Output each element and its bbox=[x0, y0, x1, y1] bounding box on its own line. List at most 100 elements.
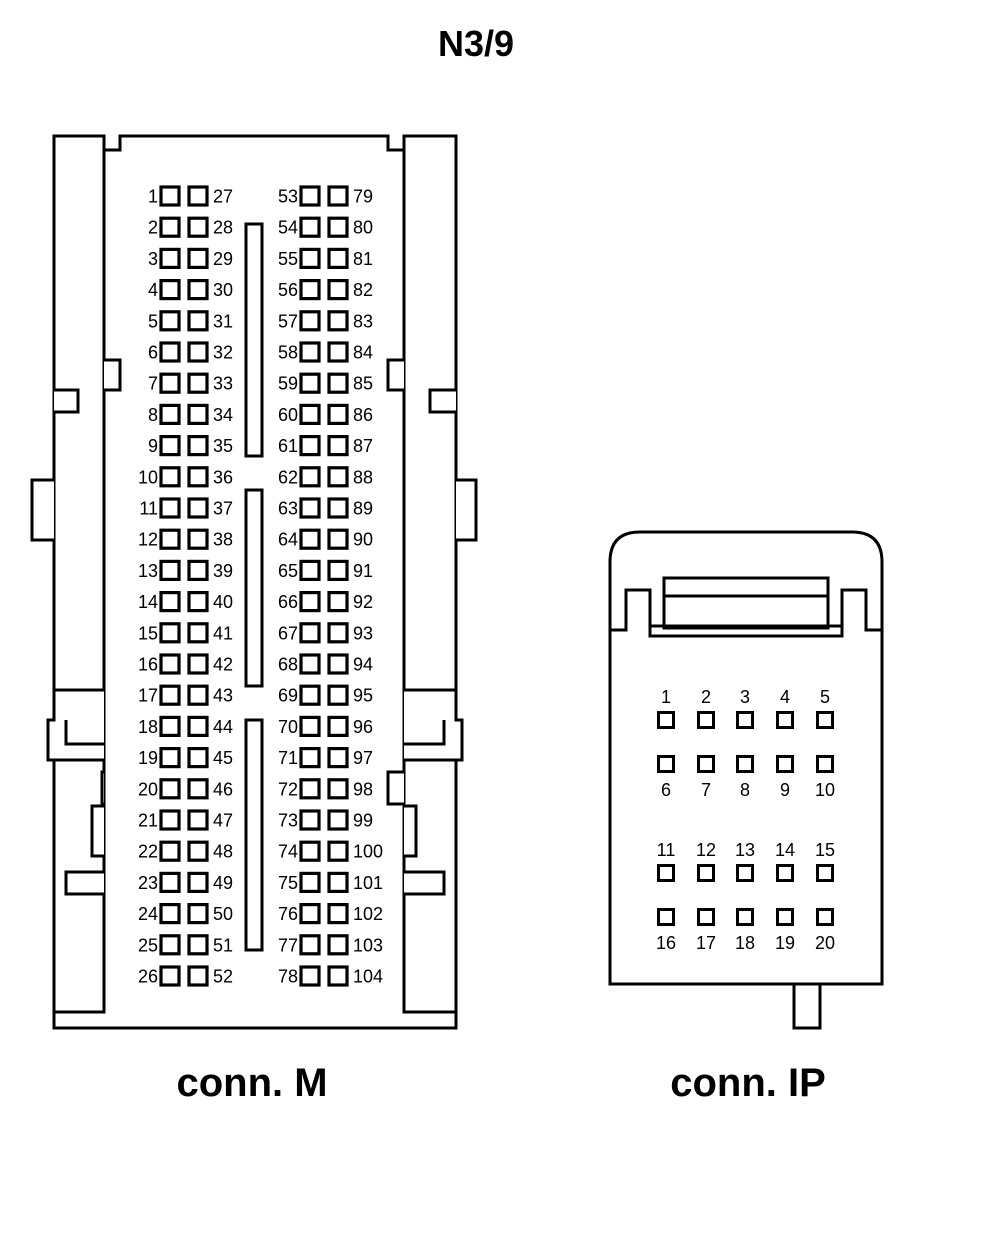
conn-m-pin bbox=[159, 840, 181, 862]
conn-m-pin bbox=[327, 653, 349, 675]
conn-m-left-guide bbox=[64, 720, 104, 746]
conn-m-pin bbox=[299, 934, 321, 956]
conn-m-pin bbox=[299, 247, 321, 269]
conn-m-pin bbox=[327, 934, 349, 956]
conn-m-pin-number: 76 bbox=[278, 904, 298, 924]
conn-m-housing bbox=[30, 134, 478, 1030]
conn-ip-pin-number: 19 bbox=[775, 933, 795, 953]
conn-ip-label: conn. IP bbox=[670, 1061, 826, 1105]
conn-m-pin-number: 7 bbox=[148, 374, 158, 394]
conn-m-pin-number: 54 bbox=[278, 218, 298, 238]
conn-ip-pin bbox=[776, 864, 794, 882]
conn-m-pin bbox=[299, 715, 321, 738]
conn-m-left-rail bbox=[90, 804, 104, 858]
conn-m-pin bbox=[159, 497, 181, 519]
conn-m-pin bbox=[299, 653, 321, 675]
conn-m-pin bbox=[327, 684, 349, 706]
conn-m-right-step bbox=[404, 688, 464, 762]
conn-m-pin bbox=[299, 684, 321, 706]
conn-m-pin-number: 4 bbox=[148, 280, 158, 300]
conn-m-pin-number: 26 bbox=[138, 967, 158, 987]
conn-m-pin bbox=[299, 840, 321, 862]
conn-m-pin-number: 69 bbox=[278, 686, 298, 706]
conn-m-pin bbox=[187, 341, 209, 363]
conn-ip-pin-number: 1 bbox=[661, 687, 671, 707]
conn-m-pin-number: 98 bbox=[353, 779, 373, 799]
conn-m-pin-row: 17 43 69 95 bbox=[138, 684, 373, 706]
conn-m-pin bbox=[159, 684, 181, 706]
conn-m-pin bbox=[299, 809, 321, 831]
conn-ip-pin-number: 3 bbox=[740, 687, 750, 707]
conn-m-pin bbox=[187, 840, 209, 862]
conn-m-pin-number: 19 bbox=[138, 748, 158, 768]
conn-m-pin-number: 27 bbox=[213, 187, 233, 207]
conn-m-pin bbox=[159, 809, 181, 831]
conn-ip-key-tab bbox=[792, 982, 822, 1030]
conn-m-pin-number: 53 bbox=[278, 187, 298, 207]
conn-m-divider-middle bbox=[244, 488, 264, 688]
conn-m-pin-number: 48 bbox=[213, 842, 233, 862]
conn-m-right-latch bbox=[456, 478, 478, 542]
conn-m-pin bbox=[187, 809, 209, 831]
conn-m-pin bbox=[299, 497, 321, 519]
conn-m-pin bbox=[187, 216, 209, 238]
conn-ip-pin-number: 12 bbox=[696, 840, 716, 860]
conn-m-pin bbox=[187, 310, 209, 332]
conn-m-pin-number: 35 bbox=[213, 436, 233, 456]
conn-m-pin-number: 63 bbox=[278, 499, 298, 519]
conn-m-pin-number: 90 bbox=[353, 530, 373, 550]
conn-m-pin bbox=[187, 746, 209, 769]
conn-ip-pin bbox=[776, 711, 794, 729]
conn-m-pin-number: 68 bbox=[278, 655, 298, 675]
conn-m-pin-number: 29 bbox=[213, 249, 233, 269]
conn-m-pin bbox=[159, 341, 181, 363]
conn-m-pin-number: 49 bbox=[213, 873, 233, 893]
conn-m-pin-number: 52 bbox=[213, 967, 233, 987]
conn-ip-latch-window bbox=[662, 576, 830, 630]
conn-m-pin-number: 15 bbox=[138, 623, 158, 643]
conn-ip-pin-number: 5 bbox=[820, 687, 830, 707]
conn-m-pin bbox=[299, 902, 321, 925]
conn-m-pin-number: 17 bbox=[138, 686, 158, 706]
conn-m-pin-number: 40 bbox=[213, 592, 233, 612]
conn-m-pin bbox=[327, 965, 349, 987]
conn-m-pin-number: 45 bbox=[213, 748, 233, 768]
conn-m-pin-number: 86 bbox=[353, 405, 373, 425]
conn-ip-pin-number: 4 bbox=[780, 687, 790, 707]
conn-m-pin-number: 77 bbox=[278, 935, 298, 955]
conn-ip-pin bbox=[697, 755, 715, 773]
conn-m-pin bbox=[159, 622, 181, 644]
conn-m-pin bbox=[299, 622, 321, 644]
conn-m-pin bbox=[327, 902, 349, 925]
conn-m-pin-number: 34 bbox=[213, 405, 233, 425]
conn-ip-pin-number: 20 bbox=[815, 933, 835, 953]
conn-ip-pin bbox=[776, 755, 794, 773]
conn-m-right-notch bbox=[428, 388, 456, 414]
conn-m-pin-number: 14 bbox=[138, 592, 158, 612]
conn-m-pin bbox=[299, 403, 321, 425]
conn-m-pin-number: 89 bbox=[353, 499, 373, 519]
conn-m-pin-number: 83 bbox=[353, 311, 373, 331]
conn-m-pin-number: 95 bbox=[353, 686, 373, 706]
conn-m-pin bbox=[187, 934, 209, 956]
conn-m-pin-number: 30 bbox=[213, 280, 233, 300]
conn-m-pin bbox=[327, 809, 349, 831]
conn-m-divider-upper bbox=[244, 222, 264, 458]
conn-m-pin bbox=[327, 840, 349, 862]
conn-m-pin-number: 104 bbox=[353, 967, 383, 987]
conn-m-pin-number: 43 bbox=[213, 686, 233, 706]
conn-m-pin bbox=[159, 559, 181, 582]
